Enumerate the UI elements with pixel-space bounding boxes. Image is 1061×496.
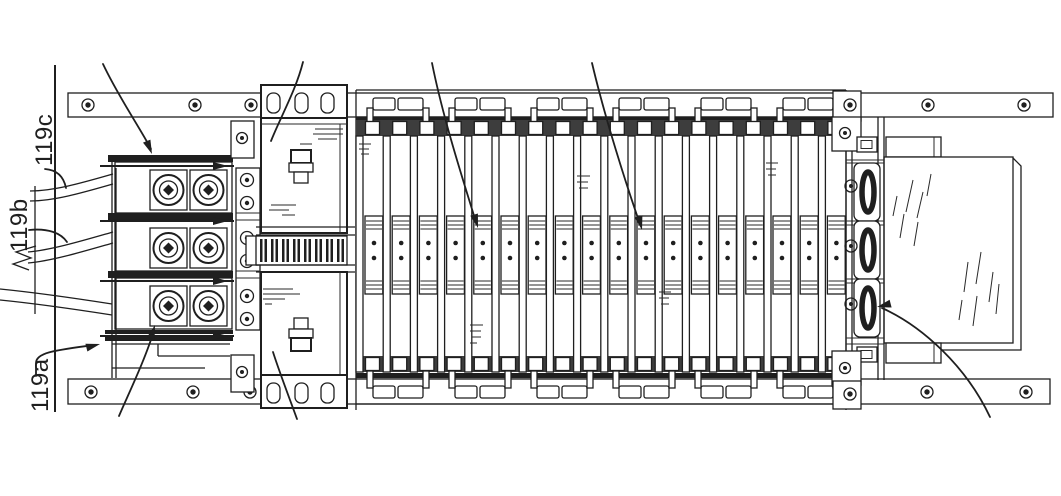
leader-to-lower-breaker <box>272 351 298 420</box>
main-breaker-upper <box>256 84 355 236</box>
breaker-handle-upper <box>288 149 314 184</box>
leader-to-branch-cell-2 <box>591 62 641 225</box>
leader-to-branch-cell-1 <box>431 62 477 223</box>
branch-connector-assembly <box>355 89 847 410</box>
branch-columns <box>355 120 846 373</box>
right-end-cap <box>831 90 885 410</box>
label-119a: 119a <box>27 358 54 412</box>
supply-cables <box>0 173 114 316</box>
breaker-handle-lower <box>288 317 314 352</box>
main-breaker-lower <box>256 264 355 409</box>
top-mounting-rail <box>67 92 1054 118</box>
enclosure-wall <box>54 65 230 412</box>
label-119b: 119b <box>6 198 33 252</box>
label-119c: 119c <box>31 114 58 166</box>
surface-shading-dashes <box>359 143 778 344</box>
cable-break-symbol <box>11 245 37 271</box>
leader-to-end-cap <box>881 307 991 418</box>
reference-labels: 119c 119b 119a <box>6 114 58 412</box>
leader-lines <box>28 61 991 420</box>
main-lug-block <box>100 120 261 393</box>
leader-from-119b <box>28 228 68 243</box>
cover-shading-dashes <box>892 173 1000 327</box>
leader-to-lug-screw <box>118 329 155 417</box>
leader-from-119c <box>44 168 67 189</box>
right-cover <box>883 136 1022 364</box>
leader-from-119a <box>35 344 95 377</box>
conductor-rods <box>100 162 234 340</box>
leader-to-upper-breaker <box>270 61 304 142</box>
bus-splice-band <box>245 235 348 266</box>
